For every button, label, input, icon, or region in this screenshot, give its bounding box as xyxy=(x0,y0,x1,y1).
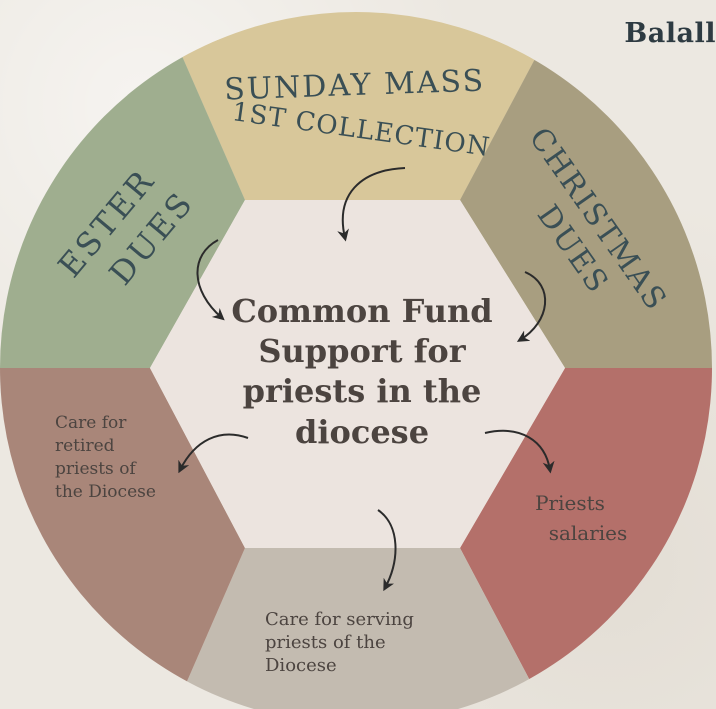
segment-lower-left-label-line-4: the Diocese xyxy=(55,482,156,502)
center-hexagon xyxy=(150,200,565,548)
arrow-center-to-lower-left xyxy=(178,433,249,474)
center-label-line-3: priests in the xyxy=(243,372,482,410)
segment-bottom-label-line-2: priests of the xyxy=(265,632,386,653)
arrow-center-to-lower-right xyxy=(484,429,555,474)
segment-lower-right-label-line-2: salaries xyxy=(549,521,628,545)
segment-lower-left-label-line-1: Care for xyxy=(55,413,127,433)
center-label-line-2: Support for xyxy=(258,332,466,370)
arrow-left-to-center xyxy=(196,239,225,321)
segment-bottom-label: Care for serving priests of the Diocese xyxy=(265,609,414,676)
segment-lower-left-label: Care for retired priests of the Diocese xyxy=(55,413,156,502)
segment-lower-right-label: Priests salaries xyxy=(535,491,627,545)
segment-lower-right-label-line-1: Priests xyxy=(535,491,605,515)
center-label-line-4: diocese xyxy=(295,413,429,451)
flow-arrows xyxy=(178,167,555,592)
segment-bottom-label-line-3: Diocese xyxy=(265,655,337,676)
segment-lower-left-label-line-3: priests of xyxy=(55,459,137,479)
segment-lower-left-label-line-2: retired xyxy=(55,436,115,456)
arrow-center-to-bottom xyxy=(377,509,397,592)
brand-logo-text: Balall xyxy=(624,18,716,49)
center-label-line-1: Common Fund xyxy=(231,292,492,330)
arrow-top-to-center xyxy=(337,167,406,242)
center-label: Common Fund Support for priests in the d… xyxy=(231,292,492,451)
segment-top-fill xyxy=(175,12,545,200)
arrow-right-to-center xyxy=(516,271,547,342)
segment-bottom-label-line-1: Care for serving xyxy=(265,609,414,630)
segment-bottom xyxy=(175,548,545,709)
